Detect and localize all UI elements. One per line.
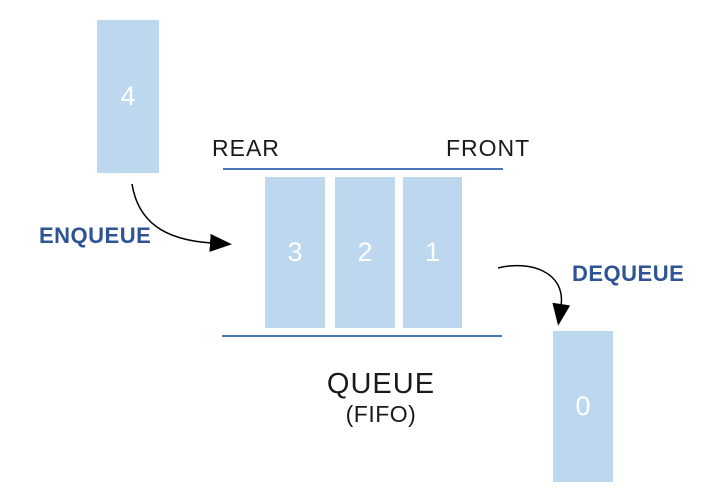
diagram-subtitle: (FIFO)	[345, 401, 417, 427]
queue-cell-rear: 3	[265, 177, 325, 328]
dequeued-item-cell: 0	[553, 331, 613, 482]
dequeued-item-value: 0	[575, 391, 591, 421]
queue-bottom-rail	[222, 335, 502, 337]
queue-top-rail	[223, 168, 503, 170]
front-label: FRONT	[446, 135, 531, 161]
incoming-item-value: 4	[120, 81, 136, 111]
dequeue-label: DEQUEUE	[572, 261, 685, 286]
incoming-item-cell: 4	[97, 20, 159, 173]
queue-cell-value: 2	[357, 237, 373, 267]
diagram-title: QUEUE	[326, 368, 436, 400]
rear-label: REAR	[212, 135, 280, 161]
queue-cell-value: 3	[287, 237, 303, 267]
queue-cell-middle: 2	[335, 177, 395, 328]
enqueue-label: ENQUEUE	[39, 223, 152, 248]
queue-cell-front: 1	[403, 177, 462, 328]
queue-cell-value: 1	[424, 237, 441, 267]
dequeue-arrow-icon	[497, 264, 571, 326]
